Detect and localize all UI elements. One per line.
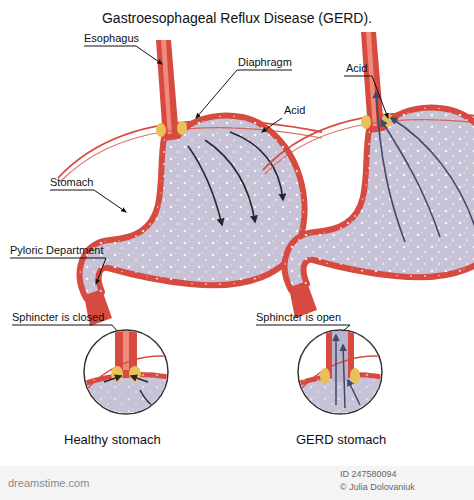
sphincter-muscle — [320, 368, 330, 384]
closing-arrow — [131, 376, 148, 382]
watermark-band — [0, 466, 474, 500]
watermark: ID 247580094 — [340, 469, 397, 480]
acid-arrow — [230, 132, 283, 200]
leader-line — [196, 70, 292, 118]
reflux-arrow — [376, 92, 405, 242]
healthy-stomach — [58, 40, 322, 326]
part-label: Diaphragm — [238, 56, 292, 69]
reflux-arrow — [381, 120, 440, 237]
inset-label: Sphincter is open — [256, 311, 341, 324]
leader-line — [12, 325, 118, 332]
leader-line — [50, 190, 126, 212]
caption-label: GERD stomach — [296, 432, 386, 447]
leader-line — [84, 46, 162, 64]
watermark: © Julia Dolovaniuk — [340, 482, 415, 493]
part-label: Acid — [346, 62, 367, 75]
diaphragm-line — [82, 356, 180, 395]
gerd-group — [263, 32, 474, 318]
diagram-title: Gastroesophageal Reflux Disease (GERD). — [0, 10, 474, 27]
closing-arrow — [104, 376, 121, 382]
leader-line — [10, 258, 106, 284]
acid-arrow — [205, 140, 255, 222]
acid-arrow — [188, 146, 222, 225]
reflux-arrow — [348, 380, 360, 405]
part-label: Esophagus — [84, 32, 139, 45]
zoom-closed — [60, 320, 200, 430]
gerd-stomach — [263, 32, 474, 318]
zoom-open — [274, 320, 414, 430]
acid-arrow — [140, 390, 158, 410]
sphincter-muscle — [350, 368, 360, 384]
reflux-arrow — [391, 118, 474, 227]
leader-line — [262, 118, 282, 132]
caption-label: Healthy stomach — [64, 432, 161, 447]
inset-label: Sphincter is closed — [12, 311, 104, 324]
esophagus-lumen — [332, 320, 348, 382]
part-label: Acid — [284, 104, 305, 117]
watermark: dreamstime.com — [8, 477, 89, 490]
reflux-arrow — [335, 335, 337, 405]
leader-line — [344, 76, 388, 118]
reflux-arrow — [343, 345, 345, 408]
part-label: Pyloric Department — [10, 244, 104, 257]
acid-bubbles — [60, 360, 200, 430]
part-label: Stomach — [50, 176, 93, 189]
